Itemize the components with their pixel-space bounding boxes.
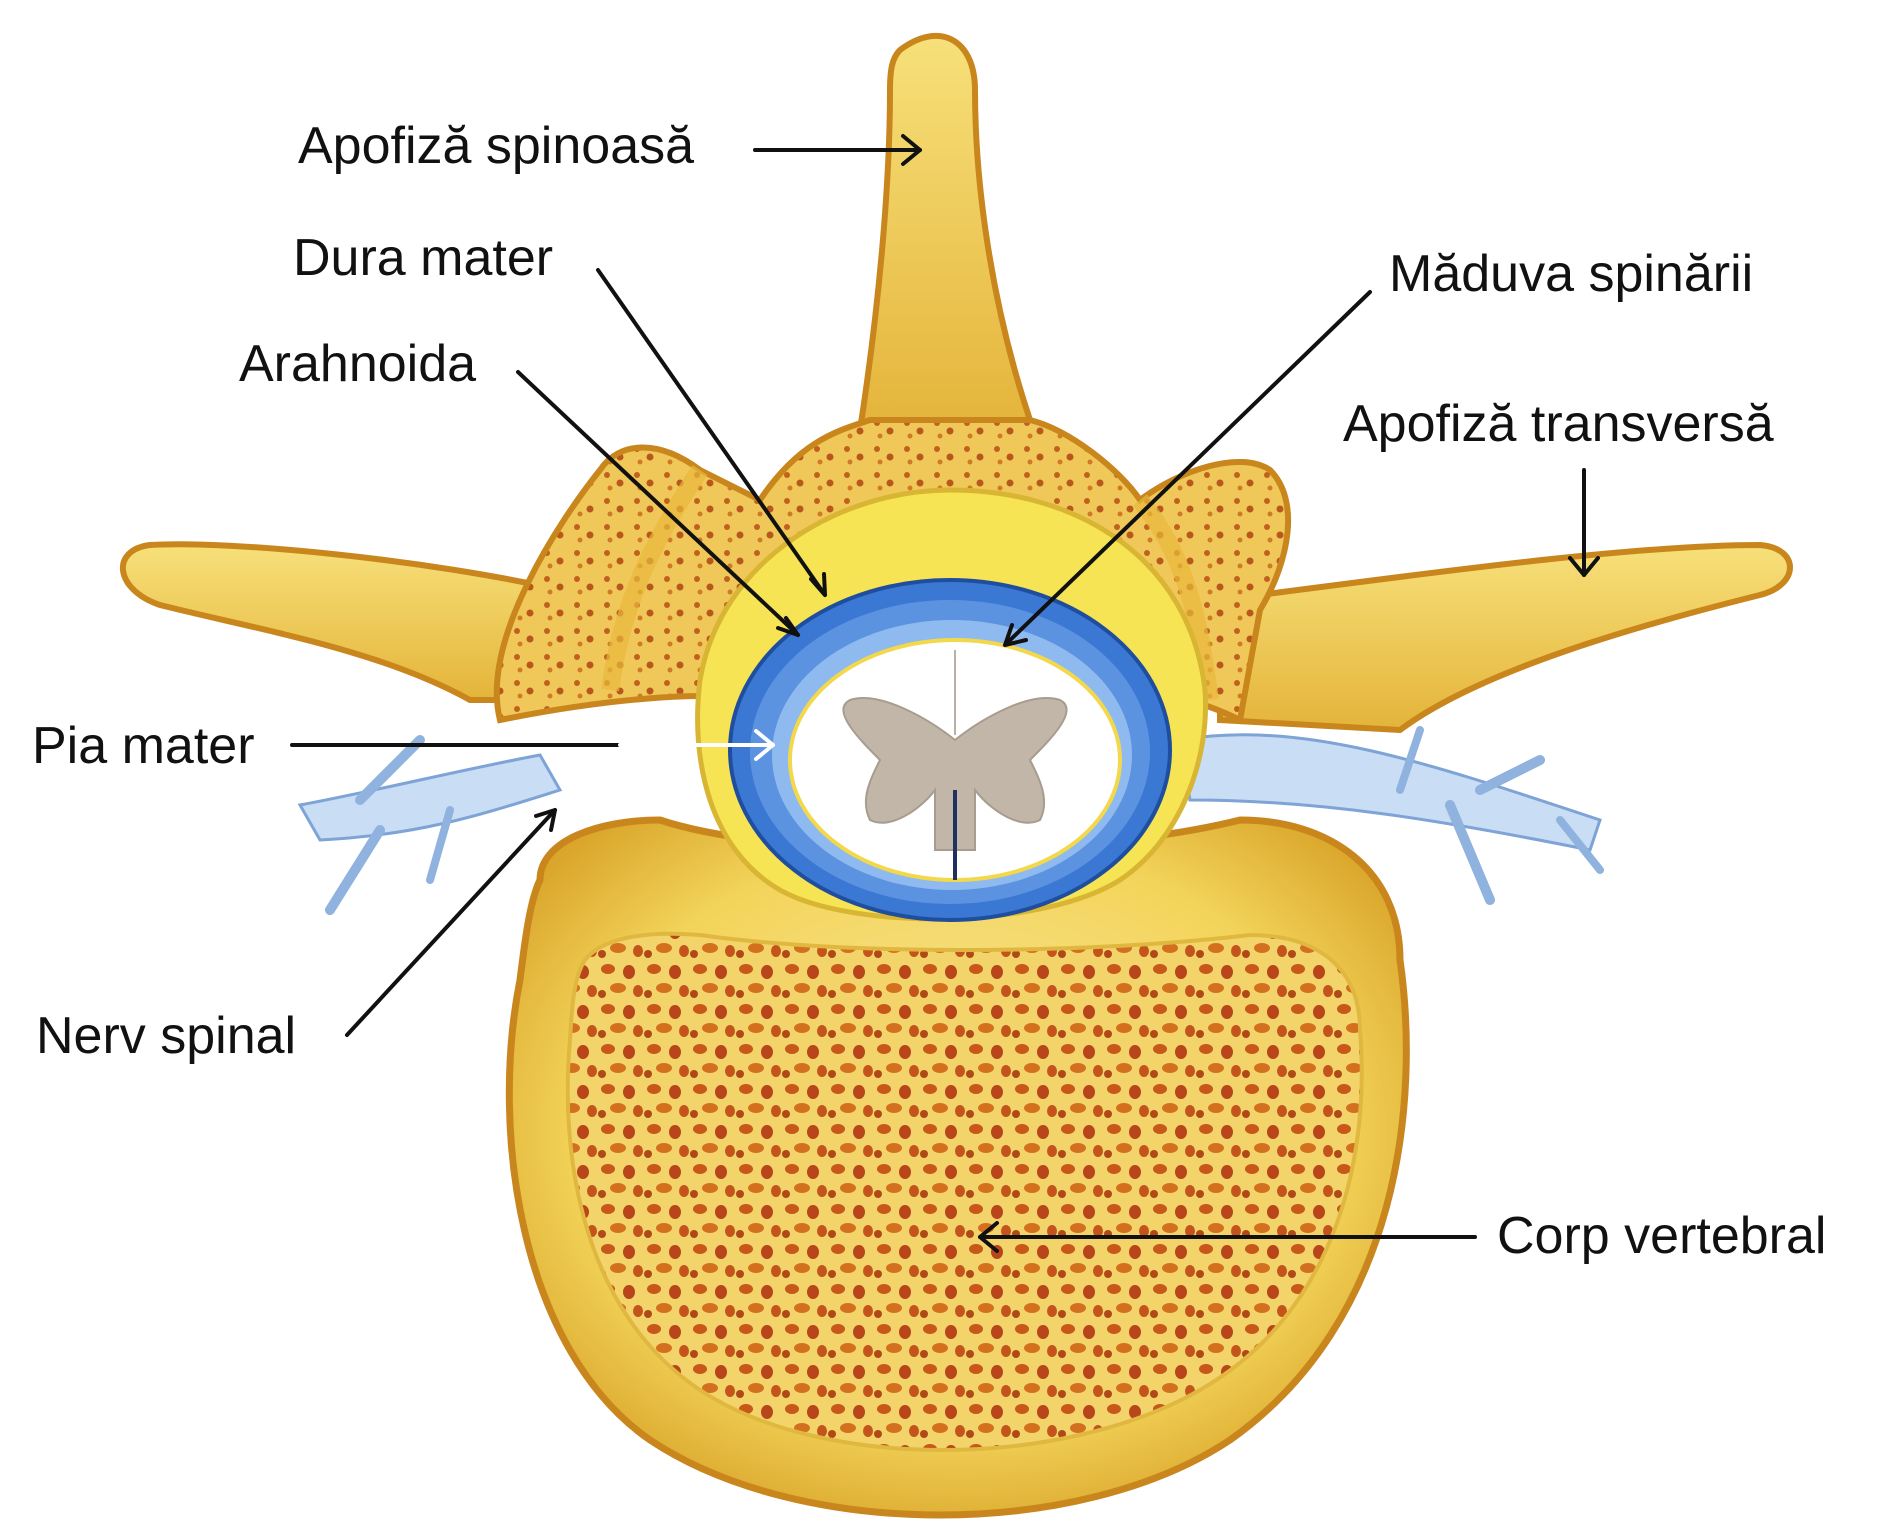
arrow-vertebral-body xyxy=(978,1221,1477,1253)
cancellous-bone xyxy=(565,931,1364,1452)
spinal-nerve-left xyxy=(297,735,563,915)
label-transverse-process: Apofiză transversă xyxy=(1343,395,1774,453)
arrow-dura-mater xyxy=(596,268,827,597)
transverse-process-right xyxy=(1217,541,1793,734)
arrow-transverse-process xyxy=(1568,468,1600,577)
arrow-spinal-cord xyxy=(1003,290,1372,647)
arrow-spinal-nerve xyxy=(345,808,557,1037)
arrow-pia-mater xyxy=(290,729,775,761)
label-arachnoid: Arahnoida xyxy=(239,335,477,393)
label-spinal-cord: Măduva spinării xyxy=(1389,245,1754,303)
label-vertebral-body: Corp vertebral xyxy=(1497,1207,1827,1265)
label-dura-mater: Dura mater xyxy=(293,229,554,287)
label-spinous-process: Apofiză spinoasă xyxy=(298,117,695,175)
spinous-process xyxy=(856,32,1035,434)
spinal-nerve-right xyxy=(1178,726,1604,905)
label-pia-mater: Pia mater xyxy=(32,717,255,775)
arrow-arachnoid xyxy=(516,370,800,637)
transverse-process-left xyxy=(120,541,563,703)
label-spinal-nerve: Nerv spinal xyxy=(36,1007,297,1065)
arrow-spinous-process xyxy=(753,134,922,166)
